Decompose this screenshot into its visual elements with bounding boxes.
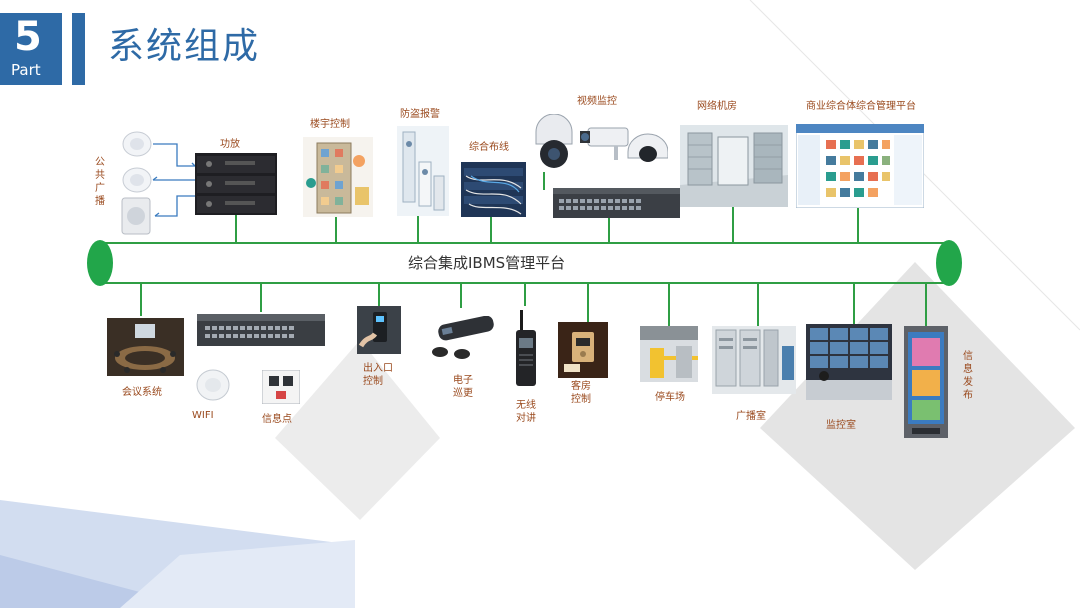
bus-right-end bbox=[936, 240, 962, 286]
intrusion-alarm-label: 防盗报警 bbox=[400, 109, 440, 120]
bus-label: 综合集成IBMS管理平台 bbox=[408, 254, 566, 272]
connector bbox=[140, 284, 142, 316]
video-surveillance-label: 视频监控 bbox=[577, 96, 617, 107]
connector bbox=[235, 214, 237, 242]
parking-label: 停车场 bbox=[655, 392, 685, 403]
connector bbox=[524, 284, 526, 306]
page-title: 系统组成 bbox=[108, 26, 261, 67]
commercial-platform-label: 商业综合体综合管理平台 bbox=[806, 101, 916, 112]
amplifier-label: 功放 bbox=[220, 139, 240, 150]
connector bbox=[857, 207, 859, 242]
alarm-sensor-icon bbox=[397, 126, 449, 216]
management-software-icon bbox=[796, 124, 924, 208]
wifi-label: WIFI bbox=[192, 410, 214, 421]
part-badge: 5 Part bbox=[0, 13, 62, 85]
speakers-label: 公共广播 bbox=[95, 157, 105, 207]
patrol-stick-icon bbox=[432, 316, 494, 359]
patch-panel-icon bbox=[461, 162, 526, 217]
walkie-talkie-icon bbox=[516, 310, 536, 386]
connector bbox=[335, 216, 337, 242]
building-control-label: 楼宇控制 bbox=[310, 119, 350, 130]
network-switch-icon bbox=[197, 314, 325, 346]
connector bbox=[757, 284, 759, 326]
digital-signage-icon bbox=[904, 326, 948, 438]
broadcast-room-label: 广播室 bbox=[736, 411, 766, 422]
outlet-icon bbox=[262, 370, 300, 404]
bus-bar bbox=[100, 242, 950, 284]
connector bbox=[853, 284, 855, 324]
connector bbox=[378, 284, 380, 306]
connector bbox=[460, 284, 462, 308]
connector bbox=[732, 207, 734, 242]
broadcast-room-icon bbox=[712, 326, 796, 394]
connector bbox=[260, 284, 262, 312]
amplifier-icon bbox=[195, 153, 277, 215]
conference-room-icon bbox=[107, 318, 184, 376]
parking-gate-icon bbox=[640, 326, 698, 382]
monitor-room-label: 监控室 bbox=[826, 420, 856, 431]
camera-icon bbox=[535, 114, 668, 168]
building-icon bbox=[303, 137, 373, 217]
connector bbox=[490, 216, 492, 242]
monitor-room-icon bbox=[806, 324, 892, 400]
wifi-ap-icon bbox=[196, 369, 230, 401]
connector bbox=[668, 284, 670, 326]
info-point-label: 信息点 bbox=[262, 414, 292, 425]
title-bar bbox=[72, 13, 85, 85]
access-reader-icon bbox=[357, 306, 401, 354]
speaker-icon bbox=[121, 131, 196, 235]
cabling-label: 综合布线 bbox=[469, 142, 509, 153]
switch-icon bbox=[553, 188, 680, 218]
server-room-label: 网络机房 bbox=[697, 101, 737, 112]
connector bbox=[925, 284, 927, 326]
connector bbox=[608, 217, 610, 242]
connector bbox=[417, 214, 419, 242]
server-room-icon bbox=[680, 125, 788, 207]
badge-number: 5 bbox=[14, 14, 42, 60]
room-control-icon bbox=[558, 322, 608, 378]
connector bbox=[543, 172, 545, 190]
badge-word: Part bbox=[11, 61, 41, 79]
connector bbox=[587, 284, 589, 322]
info-release-label: 信息发布 bbox=[963, 351, 973, 401]
bus-left-end bbox=[87, 240, 113, 286]
